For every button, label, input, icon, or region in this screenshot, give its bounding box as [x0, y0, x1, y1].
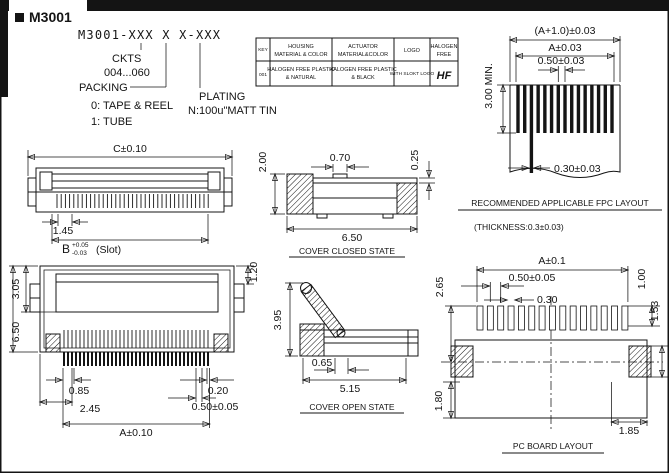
front-view: C±0.10 1.45 B +0.05 -0.03 (Slot)	[28, 143, 232, 257]
closed-latch-tab	[332, 173, 348, 179]
spec-table: KEY 001 HOUSING MATERIAL & COLOR ACTUATO…	[255, 37, 459, 87]
housing-value-line2: & NATURAL	[286, 75, 316, 81]
pcb-layout-view: A±0.1 0.50±0.05 0.30 2.65 1.00 1.53 1.80…	[433, 255, 668, 454]
actuator-header-line1: ACTUATOR	[348, 44, 378, 50]
top-cover-outline	[55, 273, 219, 313]
pcb-pad-span-dim: A±0.1	[538, 255, 566, 267]
logo-header: LOGO	[404, 48, 421, 54]
plating-value: N:100u"MATT TIN	[188, 105, 277, 117]
fpc-pitch-dim: 0.50±0.03	[538, 55, 585, 67]
front-slot-dim-suffix: (Slot)	[96, 244, 121, 256]
top-left-foot-pad	[45, 333, 61, 353]
front-contact-comb	[56, 194, 209, 208]
housing-header-line2: MATERIAL & COLOR	[274, 52, 327, 58]
pcb-caption: PC BOARD LAYOUT	[513, 441, 593, 451]
actuator-header-line2: MATERIAL&COLOR	[338, 52, 388, 58]
pcb-outline	[454, 339, 648, 419]
closed-right-section	[396, 182, 418, 215]
table-row-id: 001	[259, 72, 267, 78]
pcb-pitch-dim: 0.50±0.05	[509, 272, 556, 284]
table-corner-key: KEY	[258, 47, 268, 53]
logo-value: WITH SLOKT LOGO	[390, 71, 435, 77]
front-key-dim: 1.45	[53, 225, 74, 237]
top-view: 3.05 6.50 1.20 0.85 0.20 2.45 0.50±0.05 …	[9, 262, 260, 439]
top-upper-depth-dim: 3.05	[10, 279, 22, 300]
fpc-layout-view: (A+1.0)±0.03 A±0.03 0.50±0.03 3.00 MIN. …	[458, 25, 662, 232]
housing-value-line1: HALOGEN FREE PLASTIC	[267, 67, 335, 73]
ckts-label: CKTS	[112, 53, 141, 65]
hf-logo: HF	[437, 70, 452, 82]
fpc-extended-trace	[529, 133, 534, 173]
part-number-code: M3001-XXX X X-XXX	[78, 28, 221, 42]
open-left-section	[299, 323, 325, 357]
actuator-value-line1: HALOGEN FREE PLASTIC	[329, 67, 397, 73]
open-pivot-dim: 0.65	[312, 357, 333, 369]
top-total-depth-dim: 6.50	[10, 322, 22, 343]
pcb-lower-offset-dim: 1.80	[433, 391, 445, 412]
pcb-left-anchor-pad	[450, 345, 474, 378]
closed-cover-thickness-dim: 0.25	[409, 150, 421, 171]
front-overall-length-dim: C±0.10	[113, 143, 147, 155]
top-contact-comb	[63, 330, 209, 348]
pcb-right-anchor-pad	[628, 345, 652, 378]
page-title: M3001	[29, 9, 72, 25]
pcb-edge-dim: 1.85	[619, 425, 640, 437]
top-cover-offset-dim: 1.20	[248, 262, 260, 283]
open-depth-dim: 5.15	[340, 383, 361, 395]
actuator-value-line2: & BLACK	[351, 75, 375, 81]
top-pin-comb	[63, 352, 209, 366]
cover-open-view: 3.95 0.65 5.15 COVER OPEN STATE	[272, 282, 419, 414]
cover-open-caption: COVER OPEN STATE	[309, 402, 395, 412]
fpc-depth-dim: 3.00 MIN.	[483, 63, 495, 109]
closed-cover-plate	[312, 177, 418, 184]
halogen-header-line1: HALOGEN	[431, 44, 458, 50]
packing-option-tube: 1: TUBE	[91, 116, 132, 128]
packing-option-tape-reel: 0: TAPE & REEL	[91, 100, 173, 112]
front-slot-dim-tol-lower: -0.03	[72, 250, 87, 257]
title-bullet-icon	[15, 13, 24, 22]
fpc-finger-comb	[516, 85, 614, 133]
fpc-overall-width-dim: (A+1.0)±0.03	[535, 25, 596, 37]
fpc-caption: RECOMMENDED APPLICABLE FPC LAYOUT	[471, 198, 648, 208]
cover-closed-view: 2.00 0.70 0.25 6.50 COVER CLOSED STATE	[257, 150, 435, 258]
front-slot-dim-letter: B	[62, 242, 70, 256]
open-lever-tip	[300, 282, 312, 294]
fpc-a-width-dim: A±0.03	[548, 42, 581, 54]
plating-label: PLATING	[199, 91, 245, 103]
top-pitch-dim: 0.50±0.05	[192, 401, 239, 413]
closed-height-dim: 2.00	[257, 152, 269, 173]
cover-closed-caption: COVER CLOSED STATE	[299, 246, 395, 256]
pcb-pad-length-dim: 1.00	[636, 269, 648, 290]
fpc-thickness-note: (THICKNESS:0.3±0.03)	[474, 222, 564, 232]
top-end-margin-dim: 2.45	[80, 403, 101, 415]
front-slot-dim-tol-upper: +0.05	[72, 242, 89, 249]
halogen-header-line2: FREE	[437, 52, 452, 58]
top-pin-span-dim: A±0.10	[119, 427, 152, 439]
top-first-pin-dim: 0.85	[69, 385, 90, 397]
pcb-pad-width-dim: 0.30	[537, 294, 558, 306]
closed-left-section	[286, 173, 314, 215]
top-pin-width-dim: 0.20	[208, 385, 229, 397]
ckts-range: 004...060	[104, 67, 150, 79]
pcb-side-pad-dim: 1.53	[649, 301, 661, 322]
pcb-pad-comb	[476, 305, 629, 331]
top-right-foot-pad	[213, 333, 229, 353]
open-height-dim: 3.95	[272, 310, 284, 331]
part-number-legend: M3001-XXX X X-XXX CKTS 004...060 PACKING…	[78, 28, 277, 128]
open-lever-pivot	[336, 328, 346, 338]
packing-label: PACKING	[79, 82, 128, 94]
fpc-trace-width-dim: 0.30±0.03	[554, 163, 601, 175]
pcb-upper-offset-dim: 2.65	[434, 277, 446, 298]
closed-depth-dim: 6.50	[342, 232, 363, 244]
closed-tab-width-dim: 0.70	[330, 152, 351, 164]
housing-header-line1: HOUSING	[288, 44, 314, 50]
